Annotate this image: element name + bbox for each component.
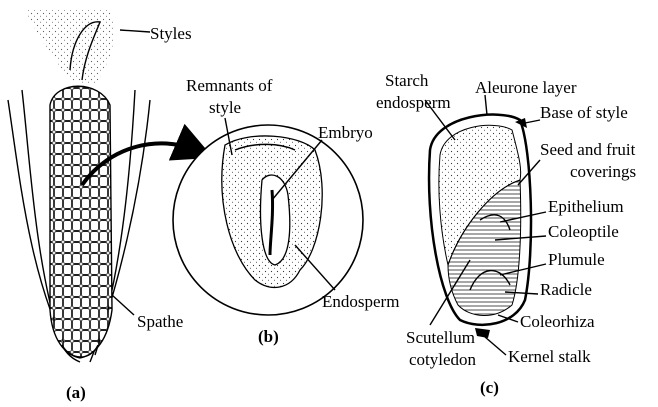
label-coleoptile: Coleoptile — [548, 222, 619, 241]
label-seed-line2: coverings — [570, 162, 636, 181]
label-scutellum-line2: cotyledon — [409, 350, 477, 369]
label-scutellum-line1: Scutellum — [406, 328, 475, 347]
caption-b: (b) — [258, 327, 279, 346]
label-radicle: Radicle — [540, 280, 592, 299]
label-kernel-stalk: Kernel stalk — [508, 347, 591, 366]
label-starch-line1: Starch — [385, 71, 429, 90]
label-epithelium: Epithelium — [548, 197, 624, 216]
label-spathe: Spathe — [137, 312, 183, 331]
label-plumule: Plumule — [548, 250, 605, 269]
label-base-style: Base of style — [540, 103, 628, 122]
label-remnants-line1: Remnants of — [186, 76, 273, 95]
label-styles: Styles — [150, 24, 192, 43]
zoom-arrow — [80, 123, 214, 187]
caption-a: (a) — [66, 383, 86, 402]
label-coleorhiza: Coleorhiza — [520, 312, 595, 331]
label-seed-line1: Seed and fruit — [540, 140, 636, 159]
label-aleurone: Aleurone layer — [475, 78, 577, 97]
kernel-closeup-illustration — [172, 117, 364, 316]
label-endosperm-b: Endosperm — [322, 292, 399, 311]
label-embryo: Embryo — [318, 123, 373, 142]
label-starch-line2: endosperm — [376, 93, 451, 112]
kernel-section-illustration — [424, 94, 547, 356]
corn-ear-illustration — [7, 10, 151, 363]
label-remnants-line2: style — [209, 98, 241, 117]
caption-c: (c) — [480, 378, 499, 397]
